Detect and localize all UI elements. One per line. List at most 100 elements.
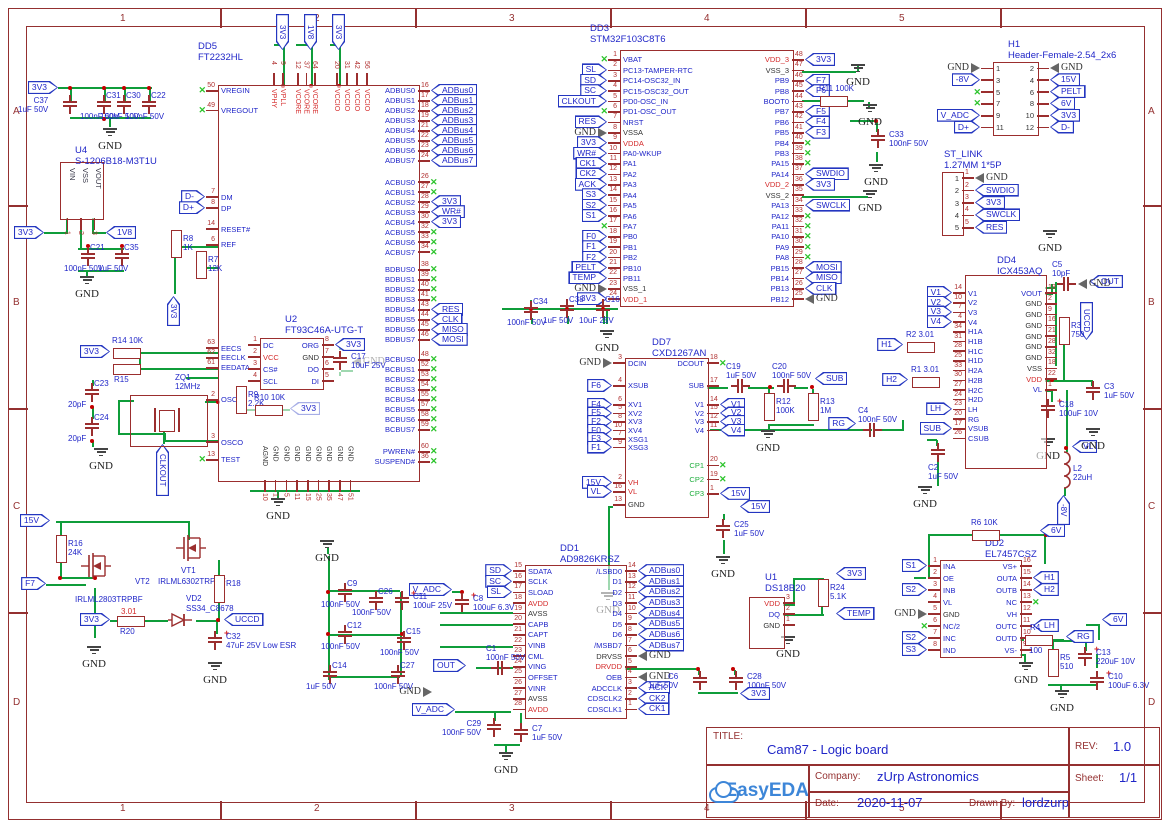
component-C12[interactable] (338, 635, 352, 638)
component-R14[interactable] (113, 347, 141, 359)
gnd-symbol[interactable]: GND (776, 636, 800, 662)
gnd-symbol[interactable]: GND (89, 448, 113, 474)
component-C14[interactable] (323, 675, 337, 678)
net-flag-6V[interactable]: 6V (1050, 97, 1075, 110)
component-C37[interactable] (63, 101, 77, 104)
net-flag-15V[interactable]: 15V (740, 500, 770, 513)
net-flag-S2[interactable]: S2 (582, 199, 607, 212)
net-flag-D+[interactable]: D+ (179, 201, 205, 214)
net-flag-V_ADC[interactable]: V_ADC (412, 703, 455, 716)
component-C14[interactable] (323, 671, 337, 674)
net-flag-ADBus0[interactable]: ADBus0 (431, 84, 477, 97)
component-C35[interactable] (115, 257, 129, 260)
net-flag-D+[interactable]: D+ (954, 121, 980, 134)
component-C24[interactable] (85, 427, 99, 430)
net-flag-OUT[interactable]: OUT (433, 659, 466, 672)
component-C20[interactable] (783, 379, 786, 393)
net-flag-ADBus1[interactable]: ADBus1 (431, 94, 477, 107)
component-C21[interactable] (81, 257, 95, 260)
component-C19[interactable] (741, 379, 744, 393)
net-flag-15V[interactable]: 15V (20, 514, 50, 527)
net-flag-SUB[interactable]: SUB (920, 422, 952, 435)
net-flag-SWCLK[interactable]: SWCLK (975, 208, 1020, 221)
net-flag-H1[interactable]: H1 (1033, 571, 1059, 584)
gnd-symbol[interactable]: GND (595, 330, 619, 356)
net-flag-CLK[interactable]: CLK (805, 282, 837, 295)
crystal-symbol[interactable] (130, 395, 208, 447)
component-R11[interactable] (820, 95, 848, 107)
component-C11[interactable] (395, 597, 409, 600)
net-flag-F4[interactable]: F4 (587, 398, 612, 411)
net-flag-3V3[interactable]: 3V3 (577, 292, 607, 305)
component-C37[interactable] (63, 105, 77, 108)
net-flag-CK1[interactable]: CK1 (638, 702, 670, 715)
component-C17[interactable] (333, 357, 347, 360)
component-R16[interactable] (55, 535, 67, 563)
component-C21[interactable] (81, 253, 95, 256)
net-flag-3V3[interactable]: 3V3 (332, 14, 345, 50)
net-flag-6V[interactable]: 6V (1102, 613, 1127, 626)
net-flag-F7[interactable]: F7 (21, 577, 46, 590)
net-flag-F5[interactable]: F5 (805, 105, 830, 118)
gnd-symbol[interactable]: GND (913, 486, 937, 512)
net-flag-V_ADC[interactable]: V_ADC (409, 583, 452, 596)
component-R12[interactable] (763, 393, 775, 421)
component-U1[interactable] (749, 597, 785, 649)
net-flag-3V3[interactable]: 3V3 (740, 687, 770, 700)
gnd-symbol[interactable]: GND (846, 64, 870, 90)
component-C9[interactable] (338, 593, 352, 596)
net-flag-PELT[interactable]: PELT (1050, 85, 1086, 98)
net-flag-WR#[interactable]: WR# (431, 205, 465, 218)
net-flag-F2[interactable]: F2 (587, 415, 612, 428)
net-flag-CK2[interactable]: CK2 (575, 167, 607, 180)
gnd-symbol[interactable]: GND (1050, 690, 1074, 716)
component-C31[interactable] (97, 105, 111, 108)
component-C4[interactable] (869, 423, 872, 437)
net-flag-MOSI[interactable]: MOSI (431, 333, 468, 346)
net-flag-3V3[interactable]: 3V3 (335, 338, 365, 351)
component-C30[interactable] (117, 101, 131, 104)
net-flag-F1[interactable]: F1 (582, 240, 607, 253)
net-flag-V4[interactable]: V4 (927, 315, 952, 328)
component-C26[interactable] (369, 601, 383, 604)
component-C29[interactable] (487, 724, 501, 727)
net-flag-CLK[interactable]: CLK (431, 313, 463, 326)
net-flag-V2[interactable]: V2 (720, 406, 745, 419)
component-C5[interactable] (1067, 277, 1070, 291)
component-R5[interactable] (1047, 649, 1059, 677)
net-flag-S2[interactable]: S2 (902, 583, 927, 596)
net-flag-F0[interactable]: F0 (587, 424, 612, 437)
net-flag-ADBus5[interactable]: ADBus5 (638, 617, 684, 630)
net-flag-15V[interactable]: 15V (720, 487, 750, 500)
gnd-symbol[interactable]: GND (1038, 230, 1062, 256)
net-flag-15V[interactable]: 15V (582, 476, 612, 489)
net-flag-V1[interactable]: V1 (720, 398, 745, 411)
component-R18[interactable] (213, 575, 225, 603)
component-R6[interactable] (972, 529, 1000, 541)
component-R4[interactable] (1025, 634, 1053, 646)
component-C24[interactable] (85, 423, 99, 426)
net-flag-3V3[interactable]: 3V3 (805, 178, 835, 191)
net-flag-ADBus7[interactable]: ADBus7 (638, 639, 684, 652)
net-flag-OUT[interactable]: OUT (1090, 275, 1123, 288)
component-C3[interactable] (1086, 387, 1100, 390)
component-C28[interactable] (729, 677, 743, 680)
net-flag-3V3[interactable]: 3V3 (975, 196, 1005, 209)
net-flag-SUB[interactable]: SUB (815, 372, 847, 385)
net-flag-3V3[interactable]: 3V3 (290, 402, 320, 415)
net-flag-RES[interactable]: RES (575, 115, 607, 128)
component-C38[interactable] (560, 305, 574, 308)
gnd-symbol[interactable]: GND (756, 430, 780, 456)
component-R7[interactable] (195, 251, 207, 279)
component-C31[interactable] (97, 101, 111, 104)
gnd-symbol[interactable]: GND (82, 646, 106, 672)
net-flag-S1[interactable]: S1 (902, 559, 927, 572)
net-flag-V4[interactable]: V4 (720, 424, 745, 437)
net-flag-V1[interactable]: V1 (927, 286, 952, 299)
net-flag-F5[interactable]: F5 (587, 406, 612, 419)
component-C19[interactable] (737, 379, 740, 393)
net-flag-RES[interactable]: RES (431, 303, 463, 316)
component-C27[interactable] (391, 671, 405, 674)
gnd-symbol[interactable]: GND (494, 752, 518, 778)
component-DD7[interactable] (625, 358, 709, 518)
